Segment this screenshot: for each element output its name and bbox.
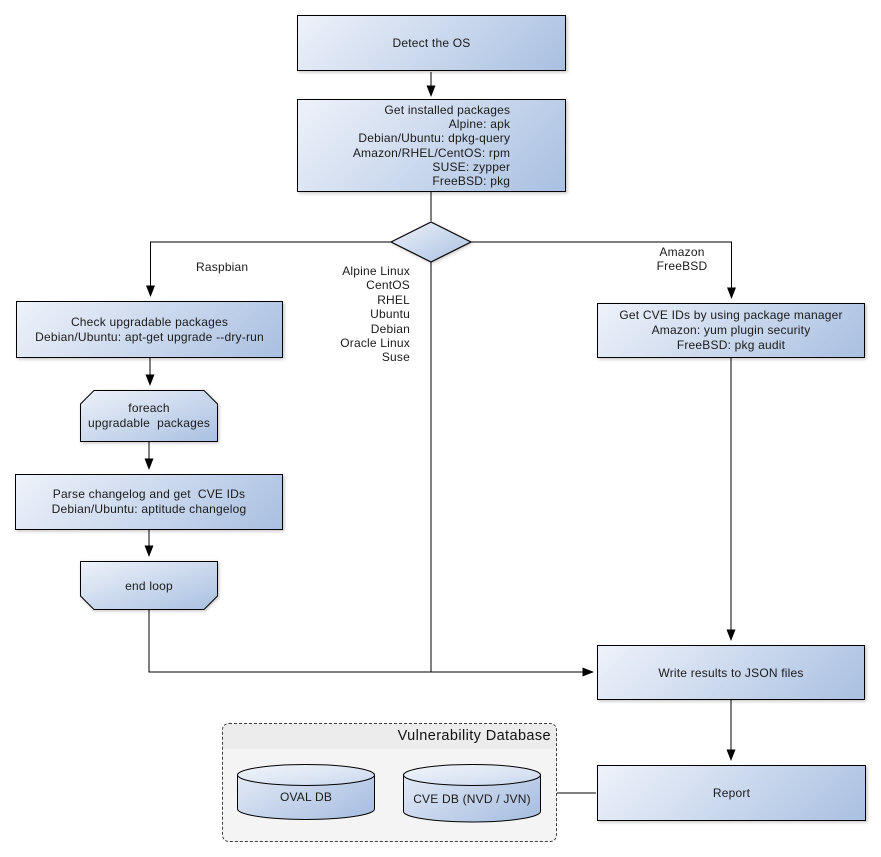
vulnerability-database-container: Vulnerability Database xyxy=(222,723,557,842)
cve-db-cylinder xyxy=(403,764,541,823)
node-get-installed-packages: Get installed packages Alpine: apk Debia… xyxy=(297,99,566,192)
node-detect-os: Detect the OS xyxy=(297,15,566,71)
node-parse-changelog-label: Parse changelog and get CVE IDs Debian/U… xyxy=(51,487,247,516)
end-loop-shape xyxy=(80,561,218,610)
node-detect-os-label: Detect the OS xyxy=(392,36,471,50)
node-report-label: Report xyxy=(712,786,751,800)
oval-db-label: OVAL DB xyxy=(279,790,333,804)
branch-label-os-list: Alpine Linux CentOS RHEL Ubuntu Debian O… xyxy=(340,264,410,365)
node-write-results-label: Write results to JSON files xyxy=(658,665,804,680)
node-get-installed-packages-label: Get installed packages Alpine: apk Debia… xyxy=(352,102,511,189)
foreach-loop-label: foreach upgradable packages xyxy=(87,401,211,430)
node-check-upgradable-label: Check upgradable packages Debian/Ubuntu:… xyxy=(35,314,264,344)
node-check-upgradable: Check upgradable packages Debian/Ubuntu:… xyxy=(16,301,283,358)
node-get-cve-ids-label: Get CVE IDs by using package manager Ama… xyxy=(619,307,843,353)
vulnerability-database-title: Vulnerability Database xyxy=(223,724,556,749)
node-parse-changelog: Parse changelog and get CVE IDs Debian/U… xyxy=(15,474,283,530)
edge-decision-to-check-upgradable xyxy=(146,241,391,297)
edge-decision-to-getcveids xyxy=(471,241,736,299)
edge-endloop-to-writeresults xyxy=(148,610,594,677)
node-get-cve-ids: Get CVE IDs by using package manager Ama… xyxy=(597,303,865,358)
cve-db-label: CVE DB (NVD / JVN) xyxy=(413,791,531,806)
node-write-results: Write results to JSON files xyxy=(597,645,865,700)
branch-label-raspbian: Raspbian xyxy=(196,260,249,274)
branch-label-amazon-freebsd: Amazon FreeBSD xyxy=(656,245,708,273)
foreach-loop-shape xyxy=(80,390,218,442)
end-loop-label: end loop xyxy=(125,578,173,593)
node-report: Report xyxy=(597,765,866,821)
oval-db-cylinder xyxy=(237,764,375,820)
decision-diamond-shape xyxy=(390,221,472,263)
